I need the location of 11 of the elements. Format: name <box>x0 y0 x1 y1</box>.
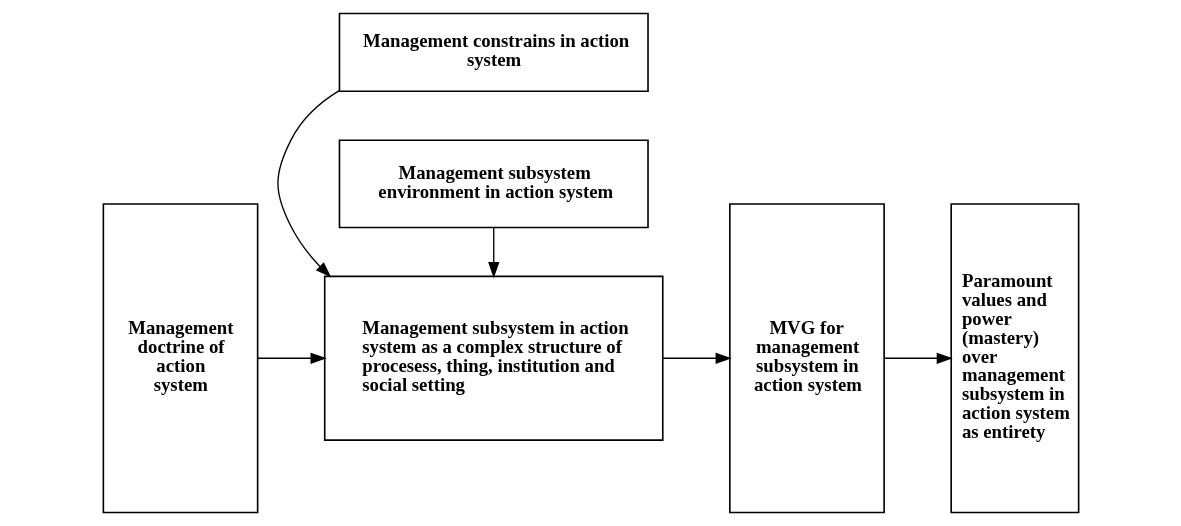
node-box: Management constrains in action system <box>338 12 649 93</box>
arrow <box>276 89 340 278</box>
node-box: Paramount values and power (mastery) over management subsystem in action system as entirety <box>949 203 1079 514</box>
node-box: Management doctrine of action system <box>102 203 258 514</box>
node-box: Management subsystem environment in action system <box>338 139 649 229</box>
arrow <box>883 352 953 364</box>
node-box: MVG for management subsystem in action system <box>728 203 885 514</box>
arrow <box>661 352 732 364</box>
node-box: Management subsystem in action system as a complex structure of procesess, thing, institution and social setting <box>323 275 664 441</box>
arrow <box>256 352 327 364</box>
arrow <box>487 226 499 279</box>
